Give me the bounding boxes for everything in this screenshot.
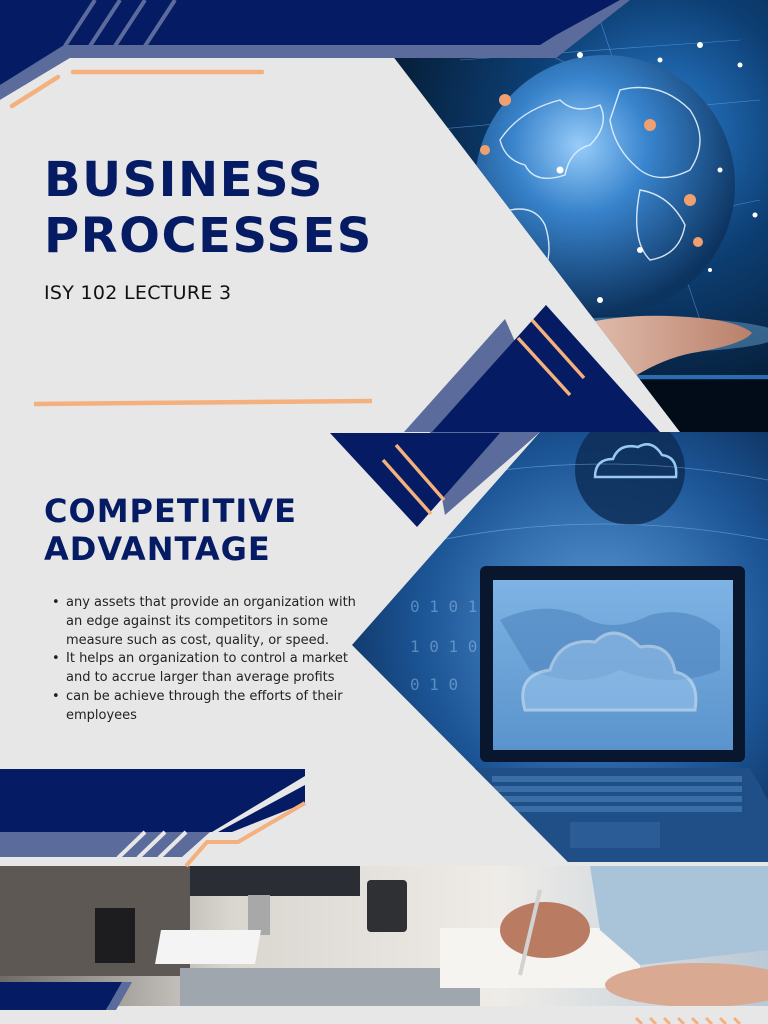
section-heading-line-1: COMPETITIVE	[44, 492, 297, 530]
top-banner	[0, 0, 620, 85]
svg-text:0 1 0: 0 1 0	[410, 675, 458, 694]
bullet-item: any assets that provide an organization …	[52, 594, 362, 650]
orange-ticks	[634, 1016, 742, 1024]
section-heading: COMPETITIVE ADVANTAGE	[44, 492, 297, 568]
section-heading-line-2: ADVANTAGE	[44, 530, 271, 568]
cloud-laptop-photo: 0 1 0 11 0 1 00 1 0 0 11 0	[352, 432, 768, 862]
bullet-list: any assets that provide an organization …	[52, 594, 362, 726]
svg-text:1 0 1 0: 1 0 1 0	[410, 637, 477, 656]
bottom-banner	[0, 769, 305, 832]
slide-title: BUSINESS PROCESSES	[44, 152, 373, 264]
svg-text:0 1 0 1: 0 1 0 1	[410, 597, 477, 616]
bullet-item: It helps an organization to control a ma…	[52, 650, 362, 688]
title-line-2: PROCESSES	[44, 208, 373, 264]
title-line-1: BUSINESS	[44, 152, 324, 208]
bullet-item: can be achieve through the efforts of th…	[52, 688, 362, 726]
lecture-subtitle: ISY 102 LECTURE 3	[44, 282, 232, 304]
